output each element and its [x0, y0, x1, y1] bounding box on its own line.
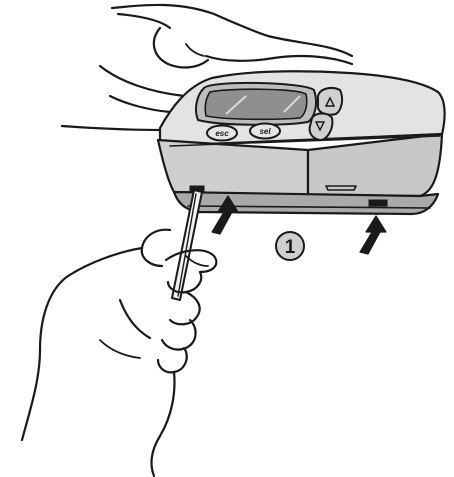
step-number: 1	[285, 237, 296, 258]
device-base	[174, 192, 438, 214]
sel-button: sel	[250, 124, 280, 139]
right-push-arrow-icon	[360, 216, 386, 254]
right-release-slot	[369, 200, 387, 206]
sel-label: sel	[259, 127, 271, 136]
esc-button: esc	[207, 126, 237, 141]
esc-label: esc	[215, 129, 229, 138]
device-front-face	[158, 140, 308, 196]
up-arrow-button	[318, 88, 342, 115]
step-badge: 1	[276, 232, 304, 260]
